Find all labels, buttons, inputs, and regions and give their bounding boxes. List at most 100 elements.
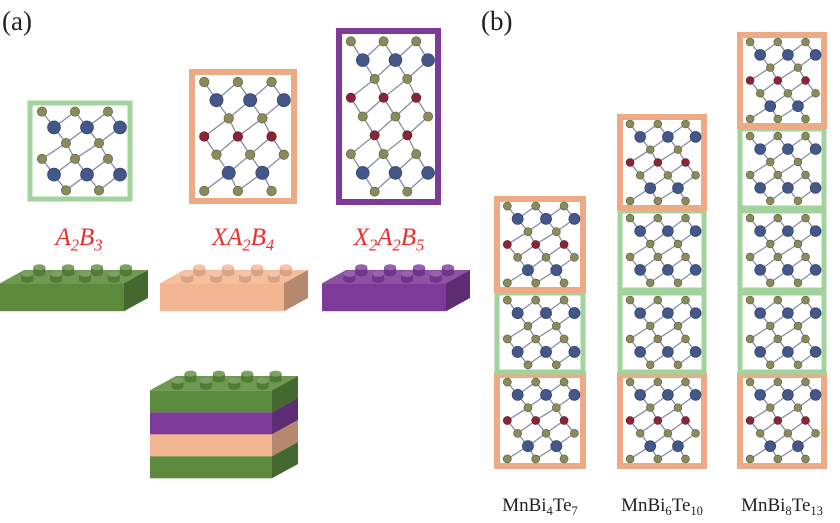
atom-a — [809, 264, 822, 276]
atom-a — [540, 346, 552, 358]
atom-b — [559, 201, 569, 211]
atom-b — [681, 119, 690, 129]
atom-a — [644, 182, 656, 194]
atom-a — [634, 307, 646, 319]
atom-b — [635, 171, 645, 180]
atom-b — [266, 76, 277, 88]
atom-b — [390, 111, 401, 122]
atom-b — [345, 149, 356, 160]
compound-label-1: MnBi4Te7 — [502, 495, 578, 518]
atom-b — [673, 278, 683, 288]
atom-b — [773, 454, 783, 464]
atom-b — [559, 454, 569, 464]
atom-b — [646, 403, 655, 412]
atom-a — [782, 307, 794, 319]
compound-3-layer-2 — [737, 126, 827, 211]
stack-layer-1 — [150, 370, 298, 413]
atom-b — [673, 239, 683, 249]
atom-x — [369, 130, 380, 141]
atom-a — [634, 131, 646, 143]
atom-b — [801, 454, 810, 464]
atom-b — [552, 360, 561, 370]
atom-b — [793, 239, 803, 249]
atom-b — [801, 213, 810, 223]
atom-a — [754, 225, 766, 237]
atom-x — [745, 416, 755, 425]
atom-x — [559, 240, 569, 249]
atom-a — [754, 346, 766, 358]
atom-x — [625, 416, 635, 425]
atom-b — [653, 213, 663, 223]
atom-a — [634, 346, 646, 358]
atom-b — [232, 76, 243, 88]
atom-x — [625, 158, 635, 167]
atom-a — [644, 440, 656, 452]
atom-b — [793, 196, 803, 206]
brick-x2a2b5 — [322, 264, 470, 312]
atom-b — [541, 252, 551, 262]
atom-b — [357, 111, 368, 122]
compound-2-layer-3 — [617, 290, 707, 375]
atom-b — [378, 149, 389, 160]
atom-b — [766, 239, 775, 249]
atom-a — [568, 307, 581, 319]
atom-a — [672, 440, 684, 452]
atom-a — [792, 100, 804, 112]
atom-b — [570, 252, 579, 262]
atom-b — [681, 213, 690, 223]
brick-a2b3 — [0, 264, 148, 312]
atom-b — [653, 334, 663, 344]
atom-a — [689, 225, 702, 237]
atom-b — [411, 149, 422, 160]
atom-a — [634, 389, 646, 401]
atom-a — [689, 264, 702, 276]
atom-b — [513, 252, 522, 262]
atom-b — [559, 334, 569, 344]
atom-b — [681, 196, 690, 206]
atom-a — [221, 165, 236, 180]
atom-x — [745, 76, 755, 85]
atom-b — [232, 185, 243, 197]
atom-b — [745, 213, 755, 223]
atom-b — [681, 454, 690, 464]
atom-a — [568, 388, 581, 401]
atom-b — [773, 170, 783, 180]
atom-b — [523, 321, 533, 331]
atom-b — [801, 114, 810, 124]
atom-b — [811, 429, 820, 438]
atom-a — [568, 346, 581, 358]
atom-a — [243, 93, 258, 108]
atom-b — [801, 37, 810, 47]
atom-b — [681, 295, 690, 305]
atom-x — [531, 416, 541, 425]
atom-b — [559, 377, 569, 387]
atom-b — [502, 334, 512, 344]
atom-b — [257, 113, 268, 124]
atom-x — [801, 76, 810, 85]
compound-1-layer-3 — [494, 372, 586, 469]
atom-b — [552, 227, 561, 237]
atom-b — [625, 295, 635, 305]
atom-b — [423, 111, 434, 122]
atom-b — [378, 36, 389, 47]
compound-3-layer-3 — [737, 208, 827, 293]
atom-b — [773, 295, 783, 305]
atom-a — [754, 307, 766, 319]
atom-a — [255, 165, 270, 180]
atom-x — [402, 130, 413, 141]
atom-x — [681, 416, 690, 425]
atom-b — [773, 213, 783, 223]
compound-label-3: MnBi8Te13 — [741, 495, 823, 518]
atom-b — [653, 454, 663, 464]
formula-x2a2b5: X2A2B5 — [353, 224, 425, 255]
atom-b — [673, 360, 683, 370]
atom-b — [766, 157, 775, 167]
atom-a — [388, 166, 403, 180]
atom-b — [773, 377, 783, 387]
atom-b — [531, 201, 541, 211]
atom-x — [531, 240, 541, 249]
atom-b — [766, 321, 775, 331]
compound-2-layer-4 — [617, 372, 707, 469]
atom-b — [745, 37, 755, 47]
atom-b — [745, 170, 755, 180]
